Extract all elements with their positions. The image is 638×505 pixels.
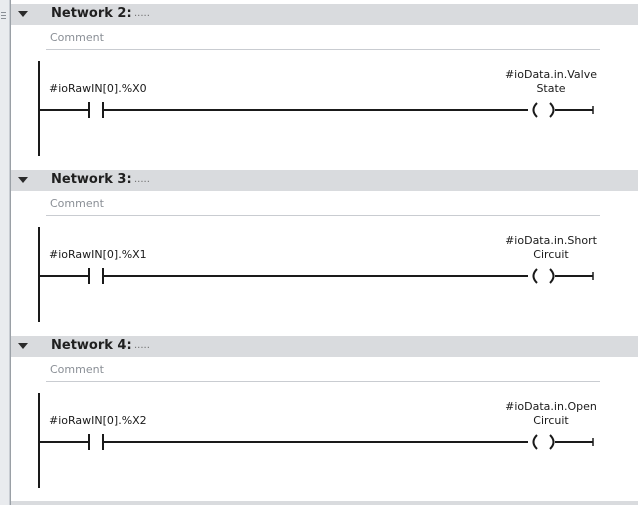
- network-4: Network 4: ..... Comment #ioRawIN[0].%X2…: [11, 336, 638, 502]
- gutter-divider: [10, 0, 11, 505]
- network-comment-field[interactable]: Comment: [46, 359, 600, 382]
- left-power-rail: [38, 393, 40, 488]
- collapse-triangle-icon[interactable]: [18, 11, 28, 17]
- coil-operand[interactable]: #ioData.in.Short Circuit: [491, 234, 611, 262]
- collapse-triangle-icon[interactable]: [18, 177, 28, 183]
- coil-operand-line1: #ioData.in.Open: [505, 400, 597, 413]
- network-2: Network 2: ..... Comment #ioRawIN[0].%X0…: [11, 4, 638, 170]
- coil-operand-line2: Circuit: [533, 414, 569, 427]
- coil-icon: [532, 102, 538, 118]
- coil-icon: [549, 268, 555, 284]
- rung-graphic: [40, 434, 594, 450]
- network-title: Network 2:: [51, 6, 132, 21]
- ladder-rung[interactable]: #ioRawIN[0].%X2 #ioData.in.Open Circuit: [11, 386, 638, 496]
- grip-icon[interactable]: [1, 12, 6, 20]
- comment-placeholder: Comment: [50, 31, 104, 44]
- coil-icon: [532, 268, 538, 284]
- network-header[interactable]: Network 2: .....: [11, 4, 638, 25]
- coil-icon: [549, 102, 555, 118]
- network-title: Network 4:: [51, 338, 132, 353]
- coil-operand[interactable]: #ioData.in.Open Circuit: [491, 400, 611, 428]
- network-comment-field[interactable]: Comment: [46, 193, 600, 216]
- comment-placeholder: Comment: [50, 197, 104, 210]
- network-title-placeholder[interactable]: .....: [134, 8, 150, 19]
- coil-operand-line1: #ioData.in.Short: [505, 234, 597, 247]
- network-header[interactable]: Network 3: .....: [11, 170, 638, 191]
- collapse-triangle-icon[interactable]: [18, 343, 28, 349]
- network-3: Network 3: ..... Comment #ioRawIN[0].%X1…: [11, 170, 638, 336]
- network-title-placeholder[interactable]: .....: [134, 340, 150, 351]
- network-title-placeholder[interactable]: .....: [134, 174, 150, 185]
- coil-operand[interactable]: #ioData.in.Valve State: [491, 68, 611, 96]
- coil-operand-line2: Circuit: [533, 248, 569, 261]
- left-gutter: [0, 0, 10, 505]
- left-power-rail: [38, 61, 40, 156]
- contact-operand[interactable]: #ioRawIN[0].%X2: [49, 414, 147, 427]
- rung-graphic: [40, 268, 594, 284]
- ladder-rung[interactable]: #ioRawIN[0].%X0 #ioData.in.Valve State: [11, 54, 638, 164]
- coil-operand-line1: #ioData.in.Valve: [504, 68, 598, 81]
- comment-placeholder: Comment: [50, 363, 104, 376]
- network-header[interactable]: Network 4: .....: [11, 336, 638, 357]
- coil-icon: [532, 434, 538, 450]
- next-network-header-edge: [11, 501, 638, 505]
- network-title: Network 3:: [51, 172, 132, 187]
- ladder-rung[interactable]: #ioRawIN[0].%X1 #ioData.in.Short Circuit: [11, 220, 638, 330]
- coil-operand-line2: State: [536, 82, 566, 95]
- rung-graphic: [40, 102, 594, 118]
- network-comment-field[interactable]: Comment: [46, 27, 600, 50]
- coil-icon: [549, 434, 555, 450]
- contact-operand[interactable]: #ioRawIN[0].%X1: [49, 248, 147, 261]
- left-power-rail: [38, 227, 40, 322]
- contact-operand[interactable]: #ioRawIN[0].%X0: [49, 82, 147, 95]
